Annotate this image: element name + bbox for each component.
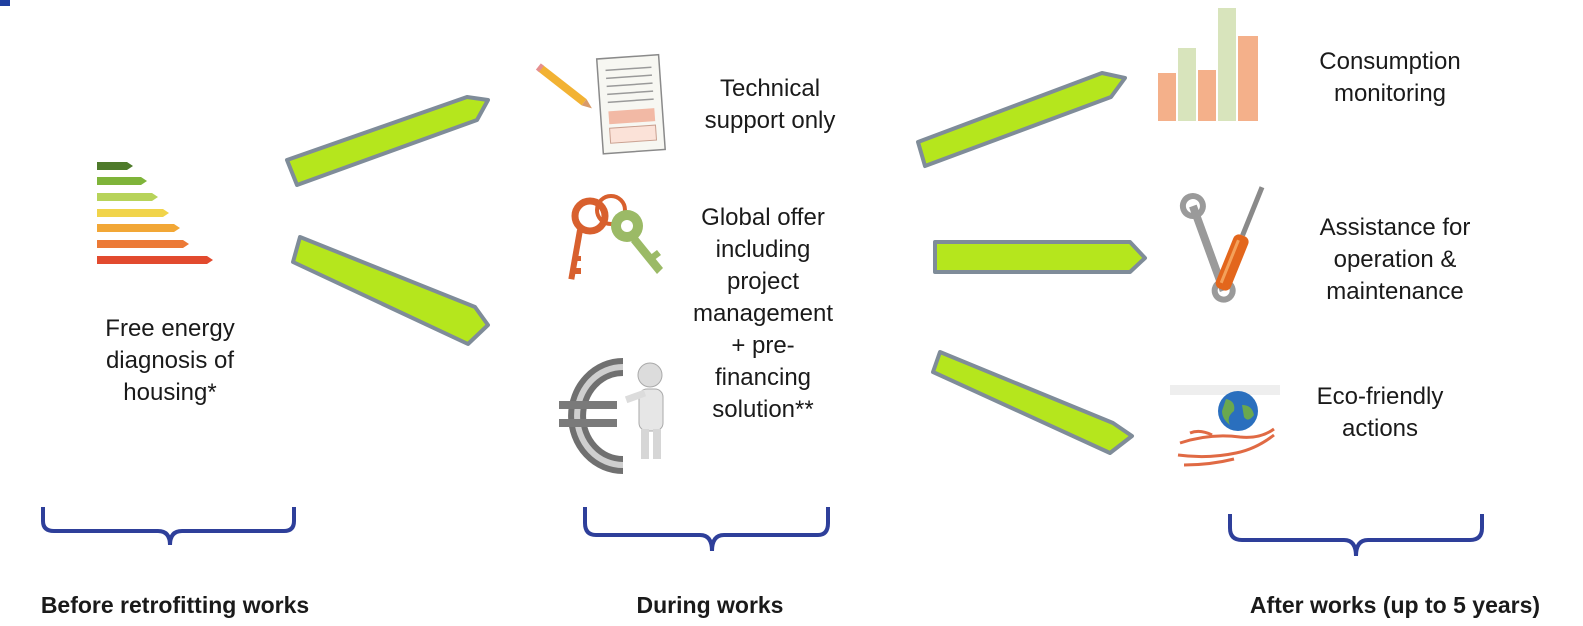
phase-during-label: During works <box>636 592 784 618</box>
arrow-to-eco-actions <box>931 350 1134 455</box>
keys-icon <box>568 194 663 280</box>
bracket-after <box>1228 514 1484 557</box>
euro-person-icon <box>559 358 664 474</box>
arrow-to-assistance <box>933 240 1147 274</box>
bar-chart-icon <box>1158 8 1258 121</box>
assistance-label: Assistance for operation & maintenance <box>1319 214 1471 305</box>
corner-mark <box>0 0 10 6</box>
consumption-monitoring-label: Consumption monitoring <box>1319 48 1461 107</box>
earth-hand-icon <box>1170 385 1280 467</box>
bracket-during <box>583 507 830 552</box>
tools-icon <box>1179 186 1265 303</box>
start-label: Free energy diagnosis of housing* <box>105 315 235 406</box>
document-pencil-icon <box>535 53 666 155</box>
technical-support-label: Technical support only <box>704 75 836 134</box>
phase-before-label: Before retrofitting works <box>40 592 310 618</box>
arrow-to-technical <box>285 95 490 187</box>
global-offer-label: Global offer including project managemen… <box>692 204 834 423</box>
eco-actions-label: Eco-friendly actions <box>1316 383 1444 442</box>
arrow-to-consumption <box>916 71 1127 168</box>
arrow-to-global-offer <box>291 235 490 346</box>
energy-rating-icon <box>97 162 213 264</box>
phase-after-label: After works (up to 5 years) <box>1249 592 1541 618</box>
bracket-before <box>41 507 296 546</box>
